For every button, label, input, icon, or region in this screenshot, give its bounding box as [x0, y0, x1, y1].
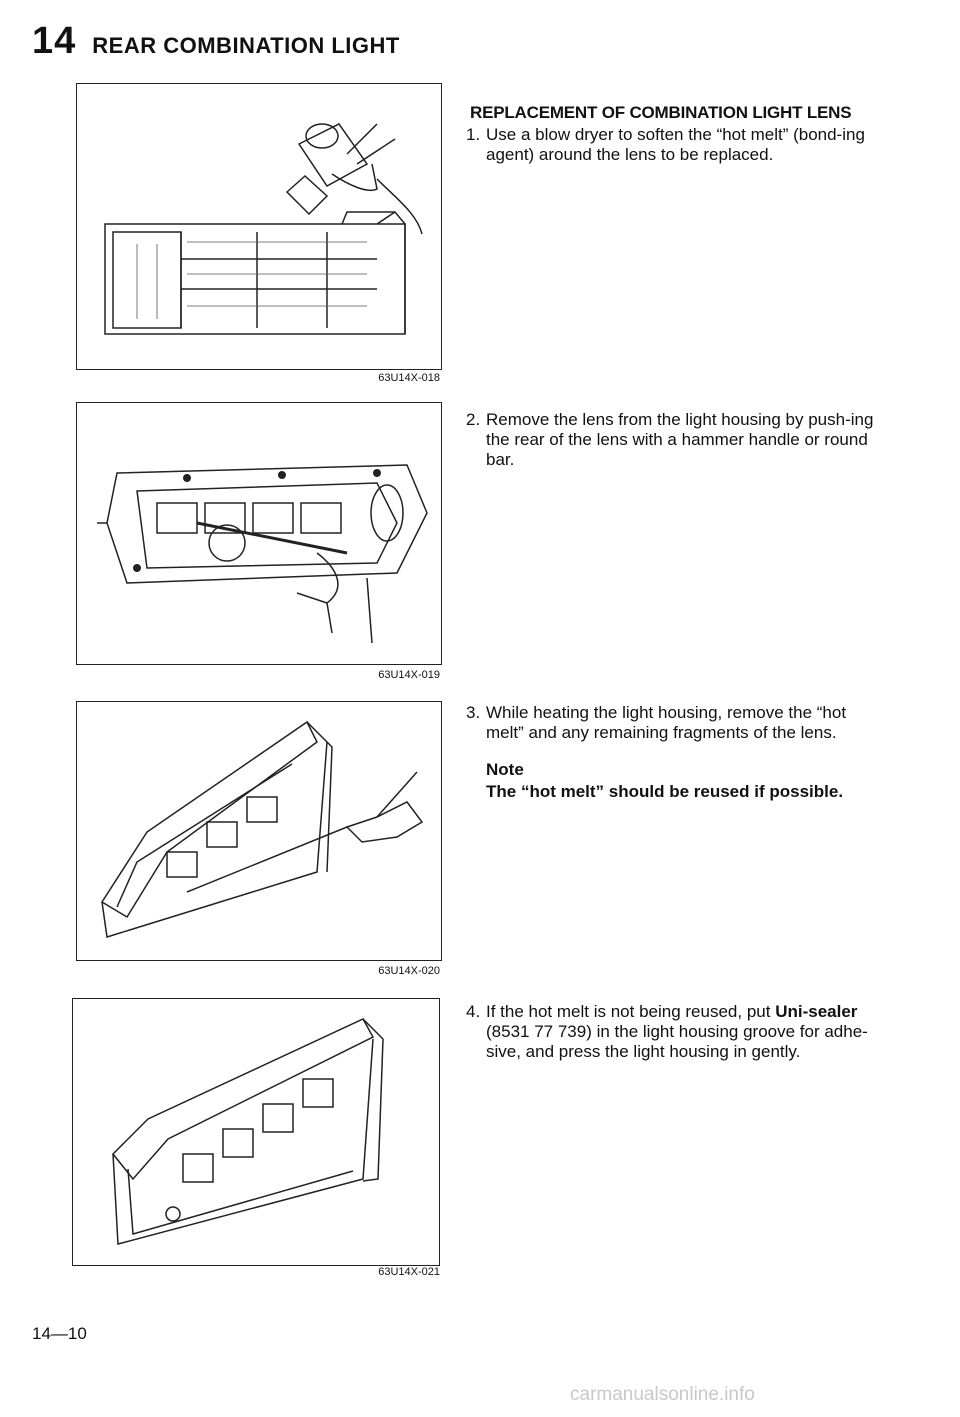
figure-code: 63U14X-019 — [378, 669, 440, 681]
step-4: 4. If the hot melt is not being reused, … — [466, 1002, 886, 1062]
figure-code: 63U14X-021 — [378, 1266, 440, 1278]
figure-code: 63U14X-020 — [378, 965, 440, 977]
note-text: The “hot melt” should be reused if possi… — [486, 782, 844, 801]
figure-remove-lens — [76, 402, 442, 665]
figure-apply-sealer — [72, 998, 440, 1266]
step-number: 1. — [466, 125, 481, 144]
step-text: Remove the lens from the light housing b… — [486, 410, 874, 469]
chapter-title: REAR COMBINATION LIGHT — [92, 33, 400, 58]
section-title: REPLACEMENT OF COMBINATION LIGHT LENS — [470, 103, 852, 122]
figure-remove-hot-melt — [76, 701, 442, 961]
chapter-number: 14 — [32, 20, 77, 62]
page-header: 14 REAR COMBINATION LIGHT — [32, 20, 400, 70]
figure-code: 63U14X-018 — [378, 372, 440, 384]
step-text: If the hot melt is not being reused, put… — [486, 1002, 886, 1062]
step-text: While heating the light housing, remove … — [486, 703, 847, 742]
step-number: 4. — [466, 1002, 481, 1021]
step-text-after: (8531 77 739) in the light housing groov… — [486, 1022, 868, 1061]
page-number: 14—10 — [32, 1324, 87, 1343]
product-name: Uni-sealer — [775, 1002, 858, 1021]
step-number: 2. — [466, 410, 481, 429]
step-number: 3. — [466, 703, 481, 722]
step-1: 1. Use a blow dryer to soften the “hot m… — [466, 125, 886, 165]
step-3: 3. While heating the light housing, remo… — [466, 703, 886, 743]
figure-blow-dryer — [76, 83, 442, 370]
step-text-before: If the hot melt is not being reused, put — [486, 1002, 776, 1021]
watermark-footer: carmanualsonline.info — [570, 1384, 755, 1405]
step-2: 2. Remove the lens from the light housin… — [466, 410, 886, 470]
step-text: Use a blow dryer to soften the “hot melt… — [486, 125, 865, 164]
note-label: Note — [486, 760, 524, 779]
